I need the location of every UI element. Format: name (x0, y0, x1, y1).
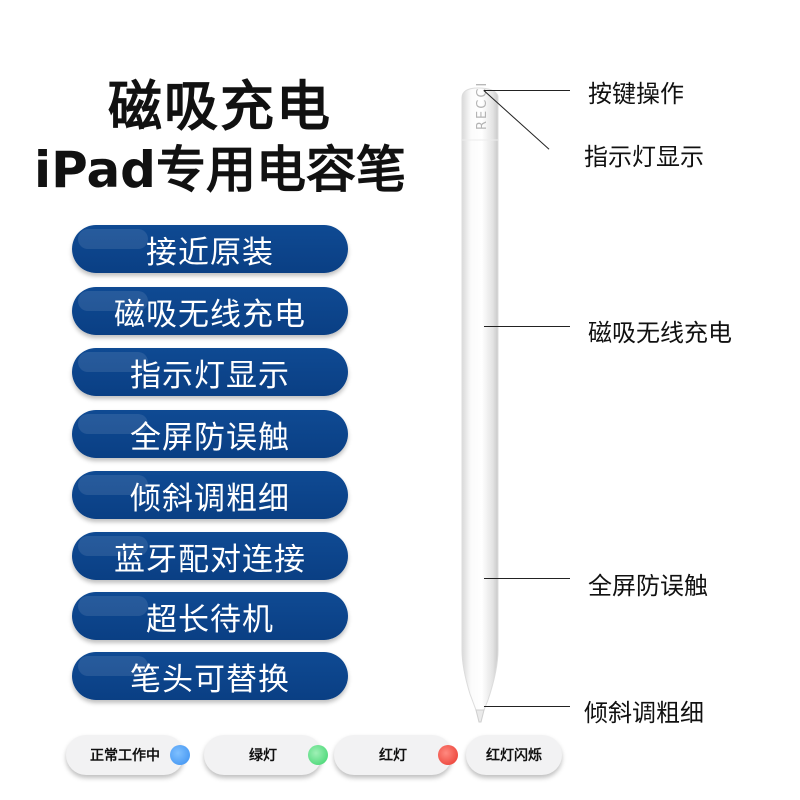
callout-line-button (484, 90, 570, 91)
status-label: 绿灯 (249, 748, 277, 764)
title-line-2: iPad专用电容笔 (34, 141, 406, 199)
status-chip-working: 正常工作中 (66, 735, 190, 775)
status-chip-red: 红灯 (334, 735, 458, 775)
callout-line-magnetic (484, 326, 570, 327)
callout-indicator: 指示灯显示 (584, 143, 704, 171)
callout-magnetic: 磁吸无线充电 (588, 319, 732, 347)
callout-tilt: 倾斜调粗细 (584, 699, 704, 727)
callout-line-palm (484, 578, 570, 579)
green-light-icon (308, 745, 328, 765)
feature-pill: 倾斜调粗细 (72, 471, 348, 519)
feature-pill: 全屏防误触 (72, 410, 348, 458)
status-label: 红灯 (379, 748, 407, 764)
blue-light-icon (170, 745, 190, 765)
callout-line-tilt (484, 706, 570, 707)
title-line-1: 磁吸充电 (108, 75, 332, 138)
callout-button: 按键操作 (588, 80, 684, 108)
status-label: 正常工作中 (90, 748, 160, 764)
red-light-icon (438, 745, 458, 765)
feature-pill: 蓝牙配对连接 (72, 532, 348, 580)
feature-pill: 磁吸无线充电 (72, 287, 348, 335)
feature-pill: 笔头可替换 (72, 652, 348, 700)
status-chip-red-flash: 红灯闪烁 (466, 735, 562, 775)
status-label: 红灯闪烁 (486, 748, 542, 764)
feature-pill: 指示灯显示 (72, 348, 348, 396)
feature-pill: 超长待机 (72, 592, 348, 640)
stylus-pen: RECCI (461, 81, 499, 723)
status-chip-green: 绿灯 (204, 735, 328, 775)
callout-palm: 全屏防误触 (588, 572, 708, 600)
pen-brand-label: RECCI (475, 81, 490, 130)
feature-pill: 接近原装 (72, 225, 348, 273)
